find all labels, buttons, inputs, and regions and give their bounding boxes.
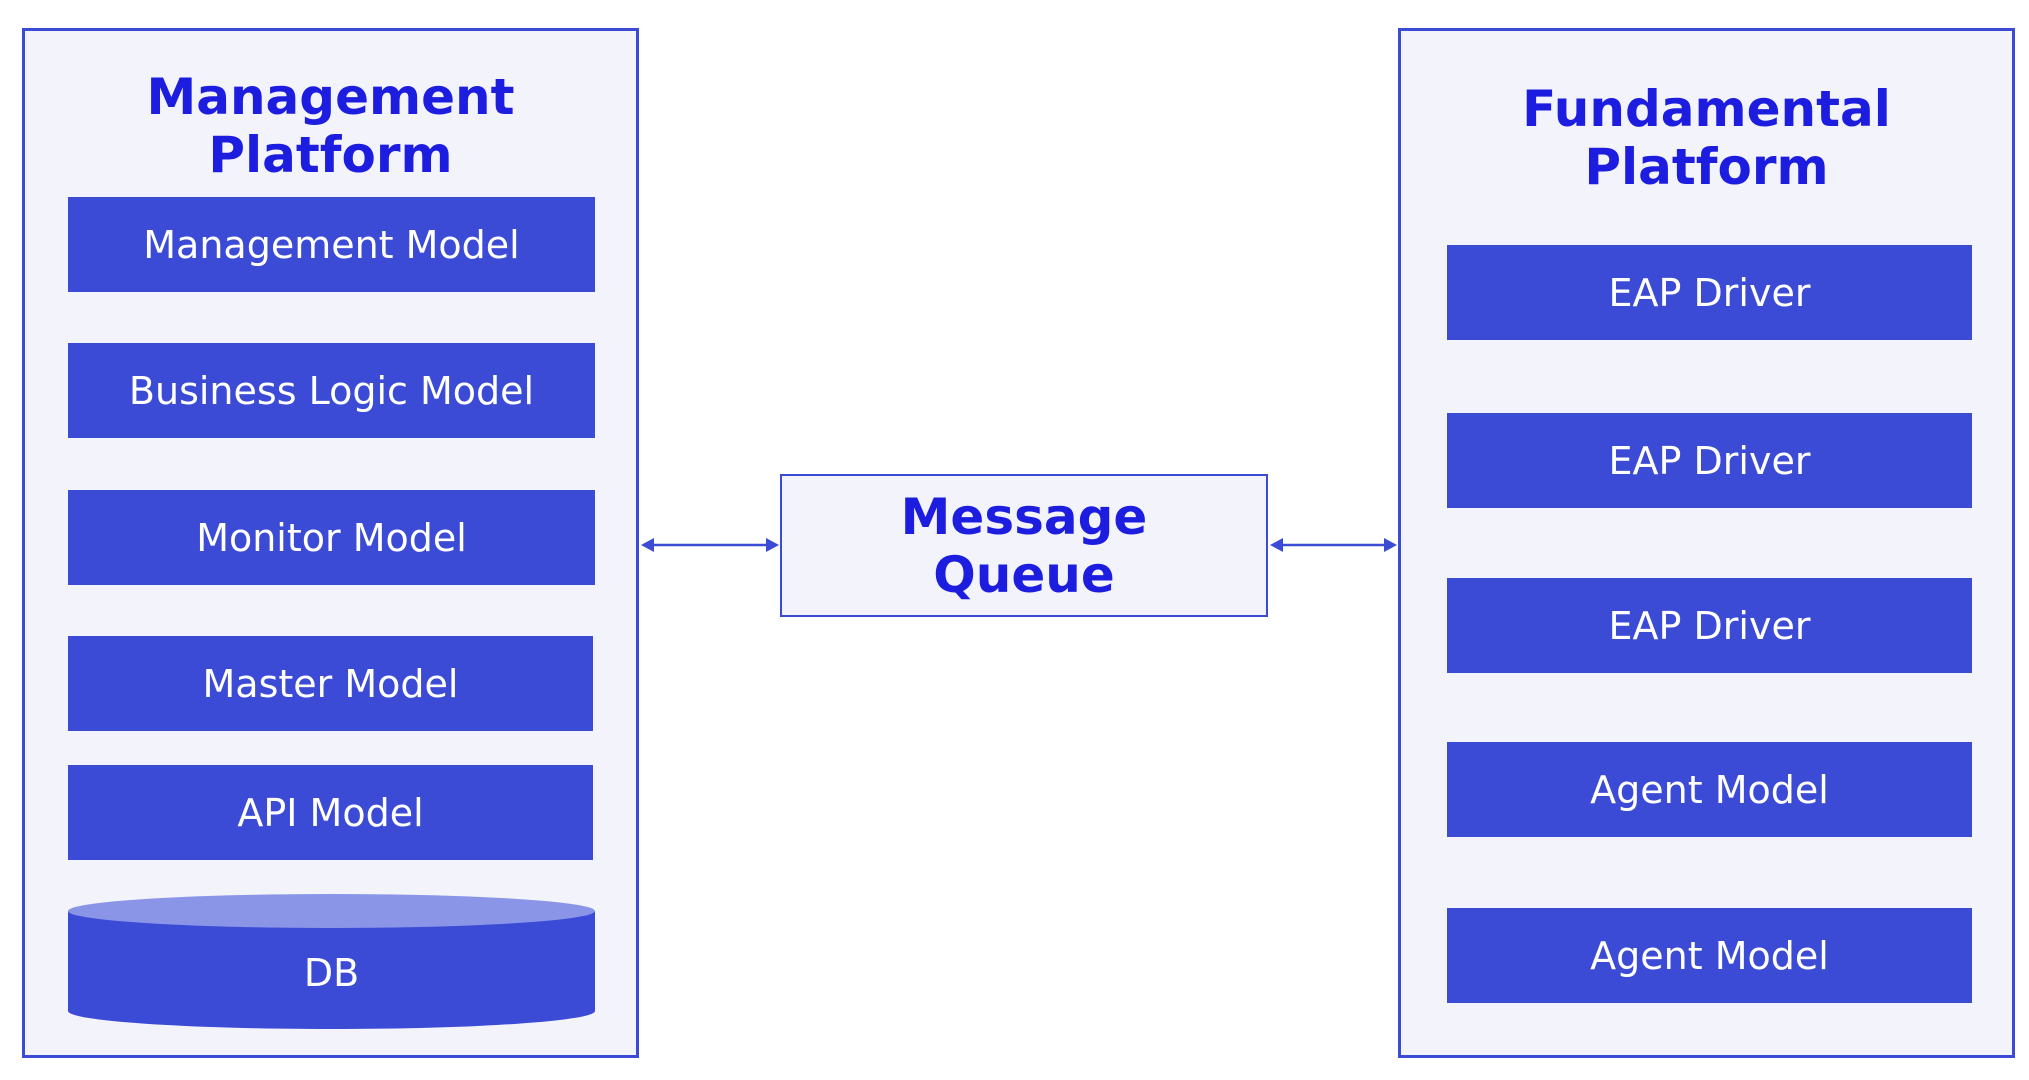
agent-model-block-1: Agent Model [1447,742,1972,837]
agent-model-block-2: Agent Model [1447,908,1972,1003]
database-cylinder-shape [68,894,595,1029]
fundamental-platform-title-line2: Platform [1584,138,1829,196]
api-model-block: API Model [68,765,593,860]
message-queue-line2: Queue [933,545,1115,604]
message-queue-line1: Message [900,487,1148,546]
message-queue-box: Message Queue [780,474,1268,617]
right-bidirectional-arrow [1270,538,1397,552]
left-bidirectional-arrow [641,538,779,552]
management-model-block: Management Model [68,197,595,292]
database-cylinder: DB [68,893,595,1029]
management-platform-title: Management Platform [22,68,639,184]
management-platform-title-line1: Management [146,68,515,126]
master-model-block: Master Model [68,636,593,731]
fundamental-platform-title: Fundamental Platform [1398,80,2015,196]
eap-driver-block-2: EAP Driver [1447,413,1972,508]
management-platform-title-line2: Platform [208,126,453,184]
business-logic-model-block: Business Logic Model [68,343,595,438]
fundamental-platform-title-line1: Fundamental [1522,80,1891,138]
fundamental-platform-panel [1398,28,2015,1058]
eap-driver-block-3: EAP Driver [1447,578,1972,673]
database-label: DB [303,951,360,995]
monitor-model-block: Monitor Model [68,490,595,585]
eap-driver-block-1: EAP Driver [1447,245,1972,340]
